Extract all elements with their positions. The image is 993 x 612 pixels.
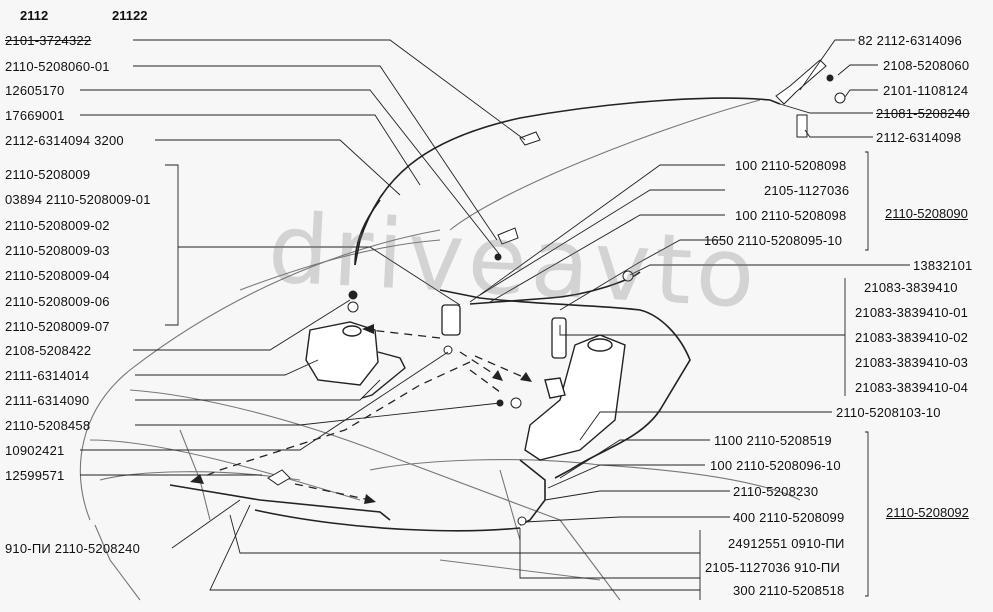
part-label: 12605170 — [5, 83, 65, 98]
part-label: 2110-5208009-03 — [5, 243, 110, 258]
part-label: 2108-5208422 — [5, 343, 92, 358]
part-label: 2110-5208230 — [733, 484, 819, 499]
hood-contour — [79, 229, 441, 521]
part-label: 2110-5208009 — [5, 167, 91, 182]
part-label: 21083-3839410-02 — [855, 330, 969, 345]
part-label: 21081-5208240 — [876, 106, 970, 121]
part-label: 2110-5208009-04 — [5, 268, 110, 283]
rear-hose — [354, 97, 781, 266]
reservoir-left — [305, 321, 406, 399]
part-label: 910-ПИ 2110-5208240 — [5, 541, 141, 556]
part-label: 100 2110-5208098 — [735, 158, 847, 173]
part-label: 2101-3724322 — [5, 33, 92, 48]
part-label: 2105-1127036 910-ПИ — [705, 560, 841, 575]
part-label: 21083-3839410-03 — [855, 355, 969, 370]
part-label: 2111-6314014 — [5, 368, 90, 383]
part-label: 1100 2110-5208519 — [714, 433, 832, 448]
part-label: 2111-6314090 — [5, 393, 90, 408]
part-label: 17669001 — [5, 108, 65, 123]
part-label: 2101-1108124 — [883, 83, 969, 98]
part-label: 2112-6314094 3200 — [5, 133, 124, 148]
part-label: 21083-3839410-01 — [855, 305, 969, 320]
reservoir-right — [524, 334, 626, 461]
part-label: 100 2110-5208096-10 — [710, 458, 841, 473]
group-label-5208090: 2110-5208090 — [885, 206, 968, 221]
part-label: 21083-3839410 — [864, 280, 958, 295]
front-hose — [439, 289, 691, 479]
part-label: 12599571 — [5, 468, 65, 483]
group-label-5208092: 2110-5208092 — [886, 505, 969, 520]
part-label: 10902421 — [5, 443, 65, 458]
nozzle-hose — [169, 484, 391, 521]
model-label-21122: 21122 — [112, 8, 148, 23]
part-label: 82 2112-6314096 — [858, 33, 962, 48]
part-label: 400 2110-5208099 — [733, 510, 845, 525]
part-label: 2110-5208009-07 — [5, 319, 110, 334]
part-label: 300 2110-5208518 — [733, 583, 845, 598]
model-label-2112: 2112 — [20, 8, 49, 23]
part-label: 2112-6314098 — [876, 130, 962, 145]
part-label: 2108-5208060 — [883, 58, 970, 73]
pump — [441, 304, 567, 359]
part-label: 100 2110-5208098 — [735, 208, 847, 223]
part-label: 2110-5208009-02 — [5, 218, 110, 233]
part-label: 2105-1127036 — [764, 183, 850, 198]
part-label: 21083-3839410-04 — [855, 380, 969, 395]
part-label: 1650 2110-5208095-10 — [704, 233, 843, 248]
part-label: 2110-5208103-10 — [836, 405, 941, 420]
part-label: 2110-5208009-06 — [5, 294, 110, 309]
part-label: 24912551 0910-ПИ — [728, 536, 845, 551]
part-label: 13832101 — [913, 258, 973, 273]
leader-lines — [80, 39, 910, 600]
part-label: 2110-5208458 — [5, 418, 91, 433]
part-label: 03894 2110-5208009-01 — [5, 192, 151, 207]
part-label: 2110-5208060-01 — [5, 59, 110, 74]
fender-line — [129, 389, 621, 601]
